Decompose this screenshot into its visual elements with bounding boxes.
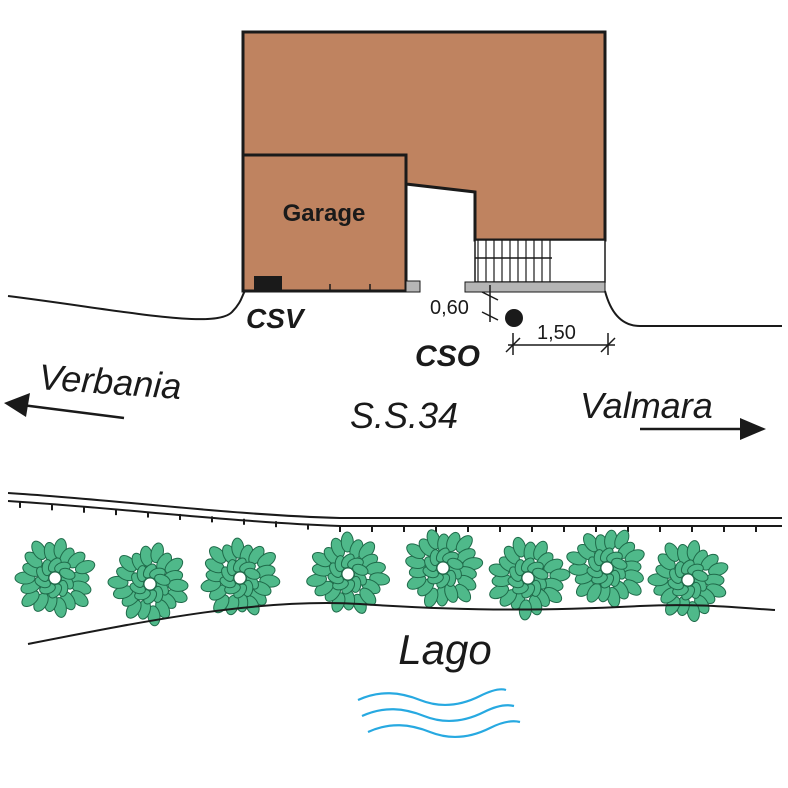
dimension-horizontal-label: 1,50 xyxy=(537,322,576,344)
tree-icon xyxy=(405,529,484,608)
building xyxy=(241,30,607,293)
railing xyxy=(19,501,757,532)
curb-right xyxy=(464,281,606,293)
tree-icon xyxy=(200,537,281,616)
tree-icon xyxy=(488,536,571,621)
tree-icon xyxy=(566,529,645,608)
arrow-left-icon xyxy=(4,393,125,420)
csv-marker xyxy=(254,276,282,290)
valmara-label: Valmara xyxy=(580,385,713,426)
shoreline xyxy=(27,602,776,645)
dimensions xyxy=(481,285,616,355)
arrow-right-icon xyxy=(640,418,766,440)
entrance-stairs xyxy=(464,239,606,293)
road-edge-left xyxy=(7,290,246,321)
tree-icon xyxy=(647,540,729,623)
road-edges xyxy=(7,290,782,327)
verbania-label: Verbania xyxy=(37,356,182,407)
cso-point xyxy=(505,309,523,327)
tree-icon xyxy=(107,542,189,627)
road-edge-right xyxy=(604,290,782,327)
road-label: S.S.34 xyxy=(350,395,458,436)
cso-label: CSO xyxy=(415,340,480,373)
csv-label: CSV xyxy=(246,303,306,334)
tree-icon xyxy=(14,538,96,618)
tree-icon xyxy=(306,531,391,614)
promenade xyxy=(7,492,782,527)
dimension-vertical-label: 0,60 xyxy=(430,297,469,319)
tree-row xyxy=(14,529,729,627)
water-waves-icon xyxy=(357,688,521,739)
lake-label: Lago xyxy=(398,626,491,673)
garage-label: Garage xyxy=(283,200,366,227)
curb-left xyxy=(405,280,421,293)
garage-block xyxy=(241,153,408,293)
